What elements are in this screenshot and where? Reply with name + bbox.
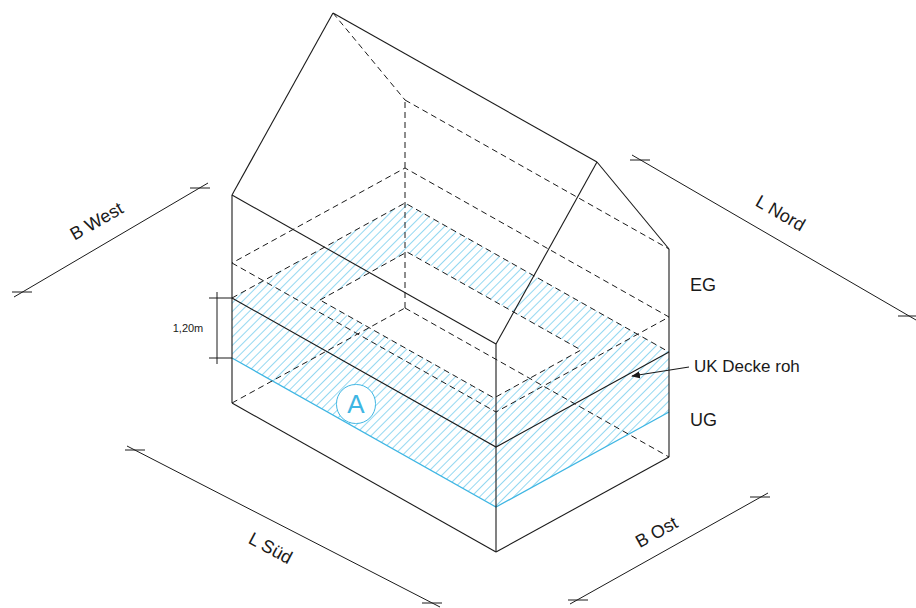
leader-line — [632, 367, 689, 376]
callout-label: UK Decke roh — [694, 358, 800, 377]
hidden-edges — [232, 13, 669, 457]
dimension-label: B Ost — [633, 513, 682, 552]
area-marker-circle: A — [336, 384, 375, 423]
hatched-band-south — [232, 298, 496, 507]
hatched-band-east — [496, 352, 669, 507]
floor-label: EG — [690, 276, 716, 296]
band-bottom-edge — [232, 358, 669, 507]
house-outline — [232, 13, 669, 552]
area-letter: A — [347, 391, 364, 417]
dimension-lines — [12, 155, 916, 607]
dimension-label: 1,20m — [173, 322, 204, 334]
floor-label: UG — [690, 411, 717, 431]
dimension-label: B West — [67, 199, 127, 245]
dimension-label: L Süd — [245, 529, 295, 568]
